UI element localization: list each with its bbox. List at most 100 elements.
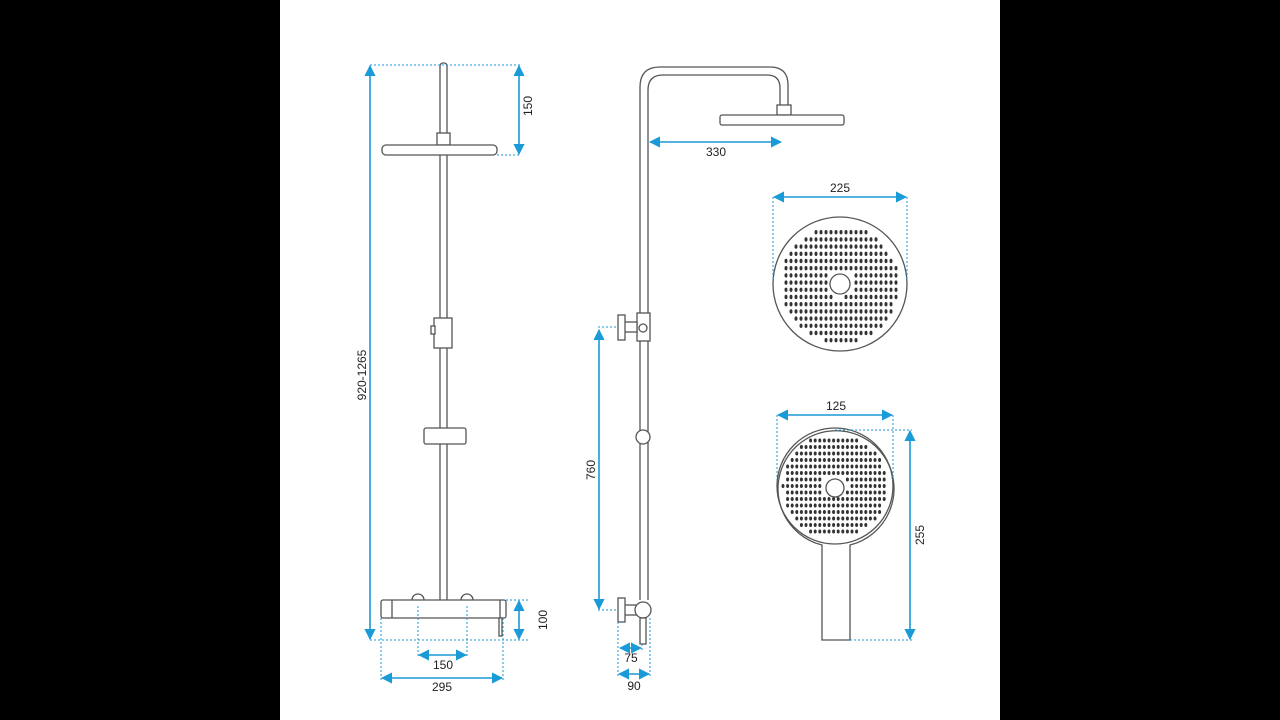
nozzle-dot: [845, 451, 849, 456]
nozzle-dot: [839, 302, 843, 307]
nozzle-dot: [819, 287, 823, 292]
nozzle-dot: [864, 251, 868, 256]
nozzle-dot: [868, 484, 872, 488]
nozzle-dot: [829, 323, 833, 328]
nozzle-dot: [854, 266, 858, 271]
nozzle-dot: [864, 287, 868, 292]
nozzle-dot: [799, 484, 803, 488]
nozzle-dot: [884, 273, 888, 278]
nozzle-dot: [809, 490, 813, 495]
nozzle-dot: [849, 244, 853, 249]
nozzle-dot: [868, 477, 872, 482]
nozzle-dot: [813, 484, 817, 488]
nozzle-dot: [795, 503, 799, 508]
nozzle-dot: [818, 516, 822, 521]
nozzle-dot: [799, 497, 803, 501]
nozzle-dot: [818, 484, 822, 488]
nozzle-dot: [859, 516, 863, 521]
nozzle-dot: [809, 280, 813, 285]
nozzle-dot: [850, 510, 854, 514]
nozzle-dot: [868, 458, 872, 462]
nozzle-dot: [813, 529, 817, 534]
nozzle-dot: [824, 294, 828, 300]
nozzle-dot: [829, 230, 833, 235]
nozzle-dot: [834, 323, 838, 328]
nozzle-dot: [850, 458, 854, 462]
nozzle-dot: [832, 523, 836, 527]
nozzle-dot: [790, 490, 794, 495]
label-hand-length: 255: [913, 525, 927, 545]
label-wall-offset-outer: 90: [627, 679, 641, 693]
nozzle-dot: [834, 251, 838, 256]
nozzle-dot: [789, 309, 793, 314]
nozzle-dot: [859, 258, 863, 264]
nozzle-dot: [845, 445, 849, 449]
nozzle-dot: [884, 316, 888, 321]
nozzle-dot: [844, 294, 848, 300]
nozzle-dot: [854, 230, 858, 235]
nozzle-dot: [839, 266, 843, 271]
nozzle-dot: [882, 484, 886, 488]
nozzle-dot: [809, 438, 813, 443]
nozzle-dot: [809, 523, 813, 527]
nozzle-dot: [809, 323, 813, 328]
nozzle-dot: [868, 451, 872, 456]
nozzle-dot: [827, 451, 831, 456]
nozzle-dot: [874, 258, 878, 264]
label-mixer-width: 295: [432, 680, 452, 694]
nozzle-dot: [819, 273, 823, 278]
nozzle-dot: [841, 497, 845, 501]
nozzle-dot: [822, 516, 826, 521]
nozzle-dot: [804, 302, 808, 307]
nozzle-dot: [819, 251, 823, 256]
nozzle-dot: [879, 244, 883, 249]
nozzle-dot: [859, 251, 863, 256]
nozzle-dot: [836, 445, 840, 449]
nozzle-dot: [827, 516, 831, 521]
nozzle-dot: [849, 309, 853, 314]
nozzle-dot: [855, 458, 859, 462]
nozzle-dot: [868, 503, 872, 508]
nozzle-dot: [868, 497, 872, 501]
nozzle-dot: [884, 258, 888, 264]
overhead-shower-front: [381, 144, 498, 156]
nozzle-dot: [804, 323, 808, 328]
nozzle-dot: [882, 497, 886, 501]
nozzle-dot: [786, 497, 790, 501]
nozzle-dot: [884, 287, 888, 292]
nozzle-dot: [824, 287, 828, 292]
nozzle-dot: [829, 316, 833, 321]
nozzle-dot: [859, 273, 863, 278]
nozzle-dot: [822, 451, 826, 456]
nozzle-dot: [845, 458, 849, 462]
nozzle-dot: [844, 230, 848, 235]
nozzle-dot: [864, 523, 868, 527]
nozzle-dot: [874, 280, 878, 285]
nozzle-dot: [844, 316, 848, 321]
nozzle-dot: [889, 280, 893, 285]
nozzle-dot: [809, 294, 813, 300]
nozzle-dot: [824, 230, 828, 235]
nozzle-dot: [804, 258, 808, 264]
nozzle-dot: [864, 490, 868, 495]
nozzle-dot: [827, 458, 831, 462]
nozzle-dot: [822, 503, 826, 508]
nozzle-dot: [841, 438, 845, 443]
nozzle-dot: [799, 287, 803, 292]
nozzle-dot: [864, 464, 868, 469]
nozzle-dot: [873, 503, 877, 508]
nozzle-dot: [809, 458, 813, 462]
nozzle-dot: [827, 523, 831, 527]
nozzle-dot: [814, 287, 818, 292]
nozzle-dot: [850, 490, 854, 495]
label-valve-height: 760: [584, 460, 598, 480]
nozzle-dot: [879, 273, 883, 278]
nozzle-dot: [809, 471, 813, 475]
nozzle-dot: [859, 484, 863, 488]
nozzle-dot: [855, 529, 859, 534]
nozzle-dot: [818, 438, 822, 443]
nozzle-dot: [794, 273, 798, 278]
nozzle-dot: [804, 273, 808, 278]
nozzle-dot: [841, 516, 845, 521]
side-view: 760 330 75 90: [584, 66, 845, 693]
